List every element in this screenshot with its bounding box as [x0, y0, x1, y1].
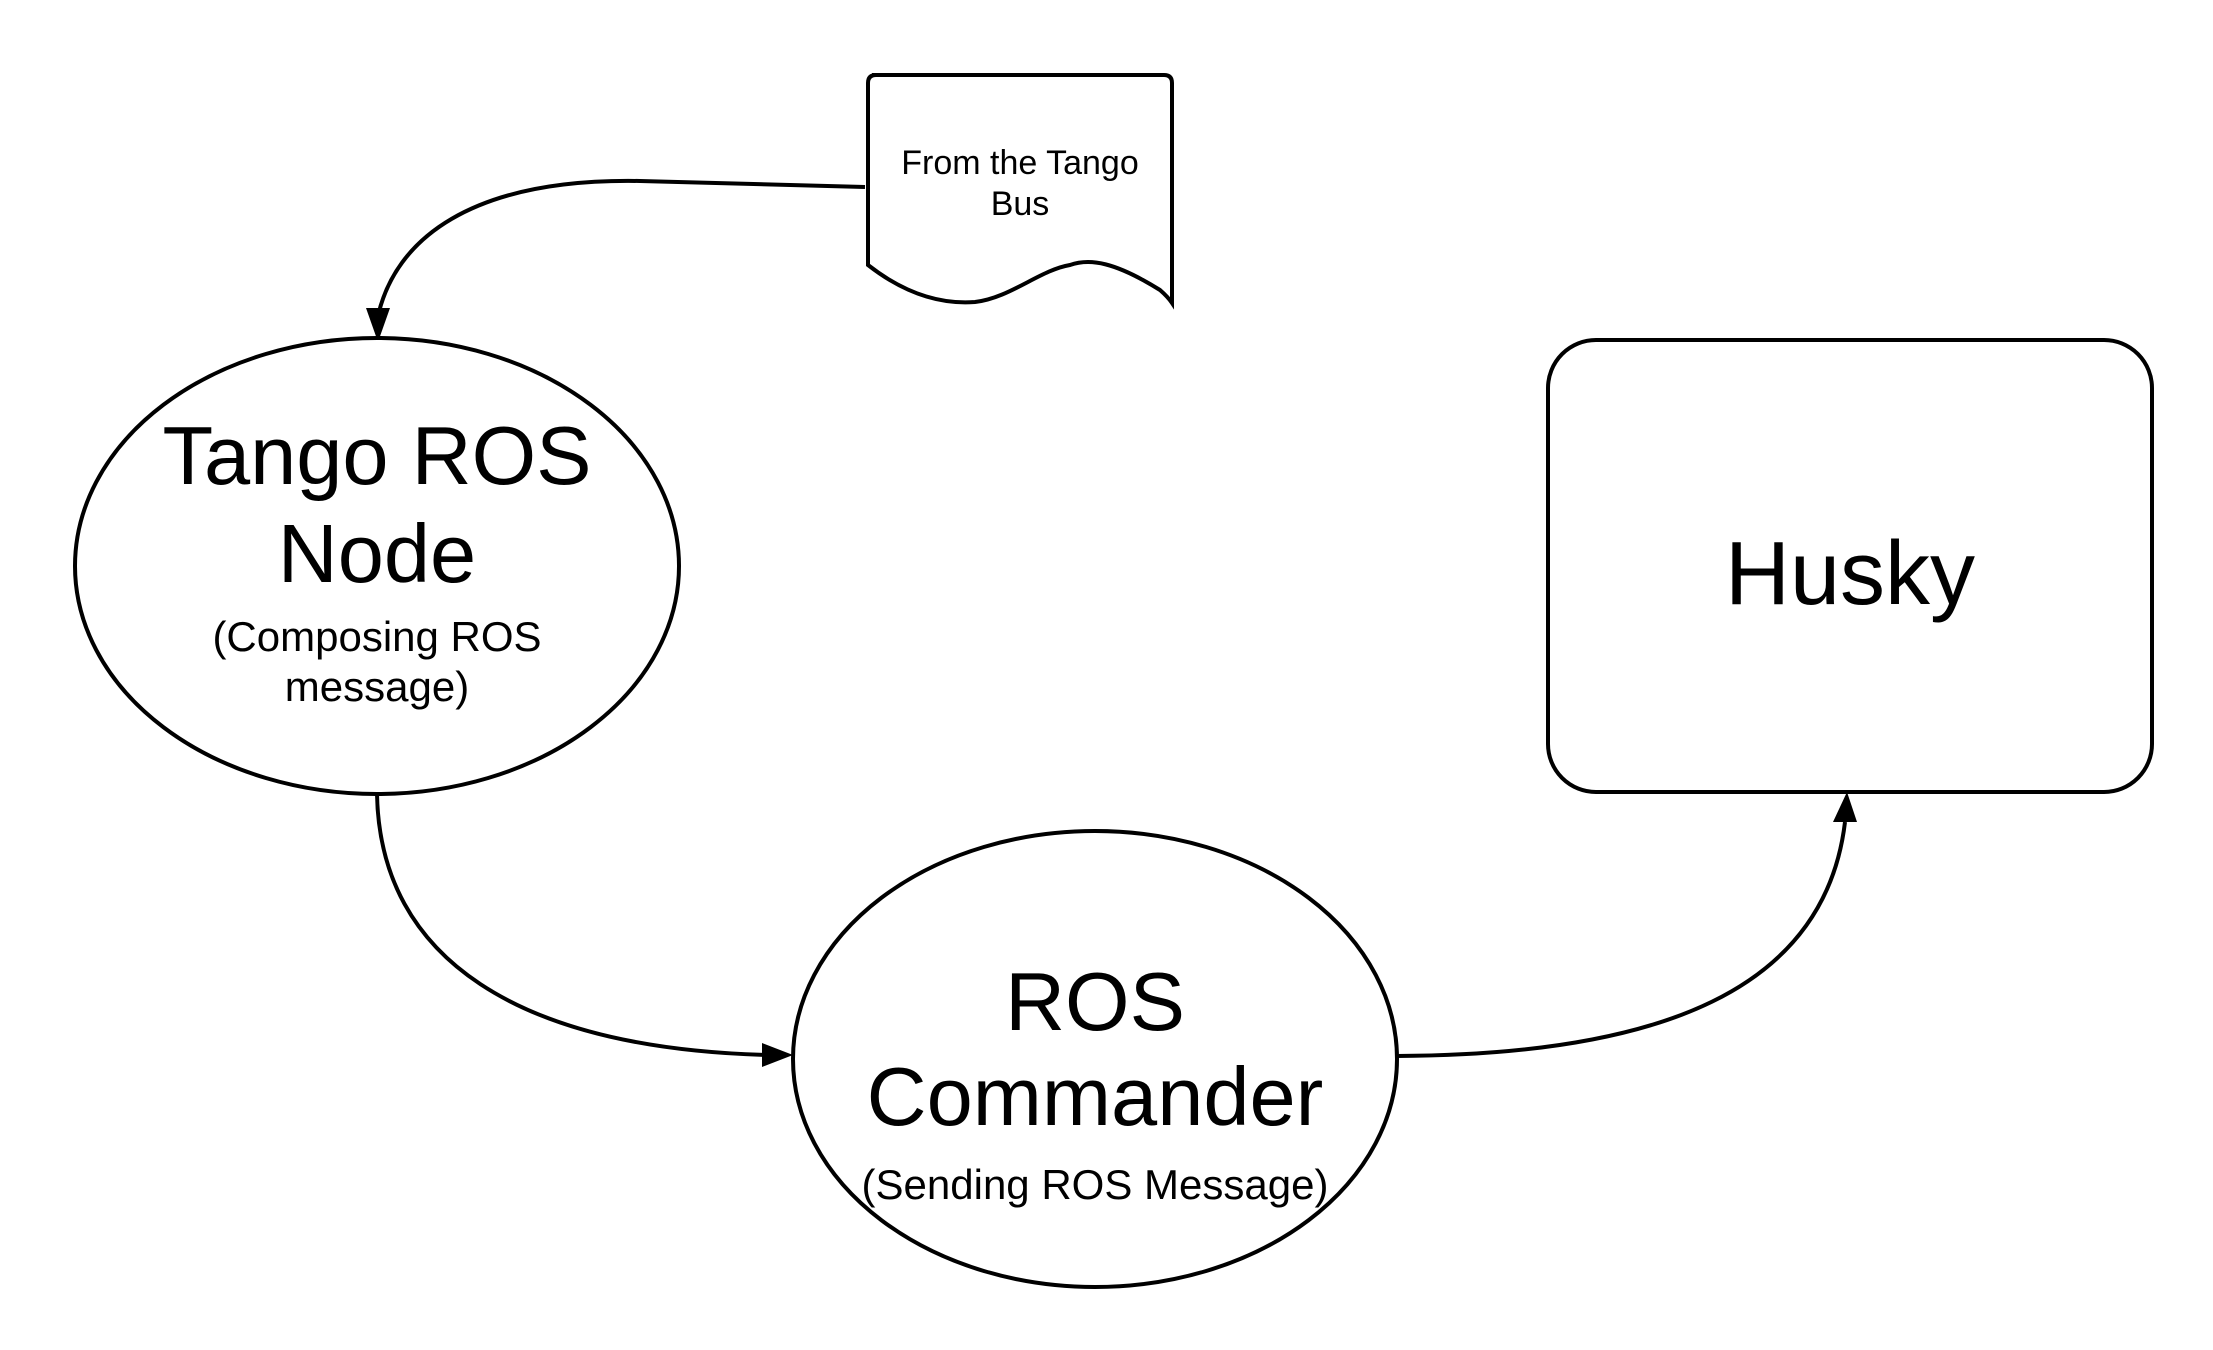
ellipse-shape	[791, 829, 1399, 1289]
edge-ros-commander-to-husky	[1396, 792, 1857, 1058]
node-title-line-1: ROS	[1005, 955, 1185, 1048]
node-subtitle-line-2: message)	[285, 663, 469, 710]
arrowhead-icon	[366, 308, 390, 342]
node-title-line-2: Node	[278, 507, 476, 600]
document-shape	[866, 73, 1174, 310]
arrowhead-icon	[762, 1043, 793, 1067]
node-subtitle-line-1: (Composing ROS	[212, 613, 541, 660]
node-subtitle-line-1: (Sending ROS Message)	[862, 1161, 1329, 1208]
document-from-tango-bus[interactable]: From the Tango Bus	[866, 73, 1174, 310]
edge-document-to-tango-node	[366, 178, 866, 342]
node-ros-commander[interactable]: ROS Commander (Sending ROS Message)	[791, 829, 1399, 1289]
document-label-line-2: Bus	[991, 185, 1050, 223]
edge-tango-node-to-ros-commander	[375, 793, 793, 1067]
ellipse-shape	[73, 336, 681, 796]
node-title-line-1: Tango ROS	[162, 409, 591, 502]
rounded-rect-shape	[1546, 338, 2154, 794]
document-label-line-1: From the Tango	[901, 144, 1139, 182]
node-title: Husky	[1725, 524, 1975, 624]
node-husky[interactable]: Husky	[1546, 338, 2154, 794]
arrowhead-icon	[1833, 792, 1857, 822]
node-title-line-2: Commander	[867, 1050, 1324, 1143]
node-tango-ros-node[interactable]: Tango ROS Node (Composing ROS message)	[73, 336, 681, 796]
